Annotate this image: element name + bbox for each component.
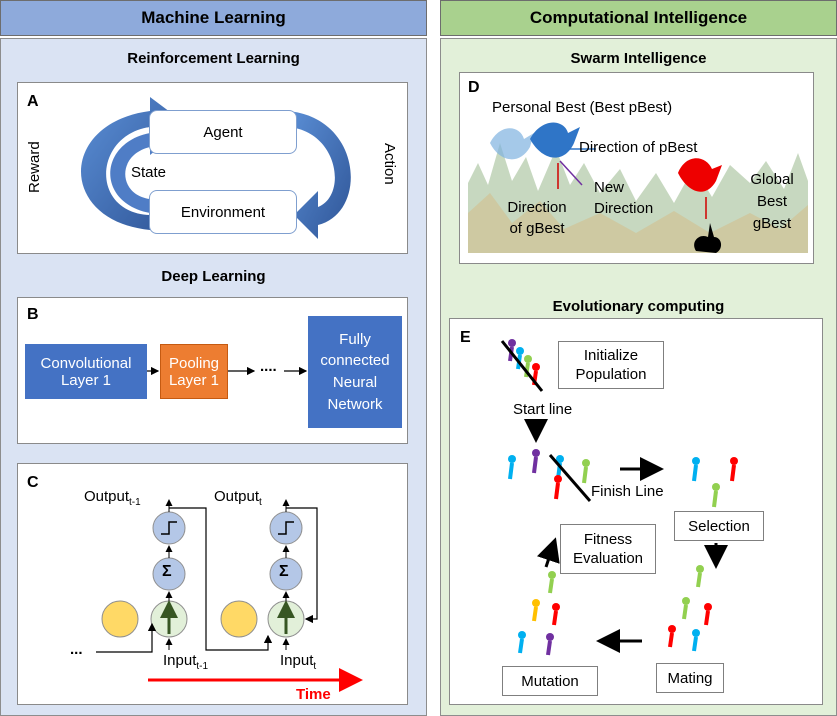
swarm-intelligence-title: Swarm Intelligence xyxy=(570,50,707,67)
selection-box: Selection xyxy=(674,511,764,541)
race-runners xyxy=(508,449,592,502)
reward-label: Reward xyxy=(26,141,43,193)
time-label: Time xyxy=(296,686,331,703)
selected-runners xyxy=(692,457,738,508)
yellow-node-2 xyxy=(220,600,258,638)
up-arrow xyxy=(536,537,560,568)
mating-box: Mating xyxy=(656,663,724,693)
direction-gbest-label: Direction of gBest xyxy=(507,199,567,237)
machine-learning-title: Machine Learning xyxy=(141,8,286,27)
convolutional-layer-box: Convolutional Layer 1 xyxy=(25,344,147,399)
current-bird xyxy=(530,122,580,158)
panel-a-reinforcement-learning: A Agent Environment State Reward Action xyxy=(17,82,408,254)
state-label: State xyxy=(131,164,167,181)
panel-c-letter: C xyxy=(27,474,39,491)
previous-state-arrow xyxy=(96,622,157,653)
computational-intelligence-header: Computational Intelligence xyxy=(440,0,837,36)
finish-line-label: Finish Line xyxy=(591,483,664,500)
direction-pbest-label: Direction of pBest xyxy=(579,139,698,156)
recurrent-connection xyxy=(169,507,273,651)
panel-e-letter: E xyxy=(460,329,471,346)
step-icon-2 xyxy=(278,521,294,535)
new-direction-arrow xyxy=(559,160,583,186)
personal-best-label: Personal Best (Best pBest) xyxy=(492,99,673,116)
start-line-label: Start line xyxy=(513,401,573,418)
evolution-cycle xyxy=(500,339,738,656)
new-direction-label: New Direction xyxy=(594,179,654,217)
computational-intelligence-title: Computational Intelligence xyxy=(529,8,748,27)
panel-b-letter: B xyxy=(27,306,39,323)
pooling-layer-box: Pooling Layer 1 xyxy=(160,344,228,399)
rnn-diagram xyxy=(96,499,363,692)
sigma-label-2: Σ xyxy=(279,563,289,580)
forest-scene xyxy=(468,122,808,253)
panel-d-letter: D xyxy=(468,79,480,96)
fully-connected-box: Fully connected Neural Network xyxy=(308,316,402,428)
mating-runners xyxy=(668,565,712,652)
machine-learning-header: Machine Learning xyxy=(0,0,427,36)
agent-box: Agent xyxy=(149,110,297,154)
input-cur-label: Inputt xyxy=(280,652,317,672)
initial-population-runners xyxy=(500,339,544,392)
evolutionary-computing-title: Evolutionary computing xyxy=(552,298,725,315)
output-cur-label: Outputt xyxy=(214,488,262,508)
panel-b-cnn: B Convolutional Layer 1 Pooling Layer 1 … xyxy=(17,297,408,444)
input-prev-label: Inputt-1 xyxy=(163,652,209,672)
panel-c-rnn: C Σ Σ xyxy=(17,463,408,705)
rnn-dots: ... xyxy=(70,641,83,658)
action-label: Action xyxy=(381,143,398,185)
action-arrow xyxy=(288,111,351,239)
deep-learning-title: Deep Learning xyxy=(161,268,266,285)
cnn-arrows xyxy=(147,366,308,376)
cnn-dots: .... xyxy=(260,358,277,375)
personal-best-bird-faded xyxy=(490,128,534,160)
initialize-population-box: Initialize Population xyxy=(558,341,664,389)
fitness-evaluation-box: Fitness Evaluation xyxy=(560,524,656,574)
sigma-label-1: Σ xyxy=(162,563,172,580)
step-icon-1 xyxy=(161,521,177,535)
panel-e-evolutionary: E xyxy=(449,318,823,705)
panel-a-letter: A xyxy=(27,93,39,110)
panel-d-swarm: D Personal Best (Best pBest) Direction o… xyxy=(459,72,814,264)
reinforcement-learning-title: Reinforcement Learning xyxy=(127,50,300,67)
mutation-runners xyxy=(518,571,560,656)
environment-box: Environment xyxy=(149,190,297,234)
output-prev-label: Outputt-1 xyxy=(84,488,141,508)
global-best-bird xyxy=(678,158,722,192)
self-loop-arrow xyxy=(286,507,318,624)
mutation-box: Mutation xyxy=(502,666,598,696)
global-best-label: Global Best gBest xyxy=(750,171,794,232)
rabbit-icon xyxy=(694,223,722,253)
yellow-node-1 xyxy=(101,600,139,638)
